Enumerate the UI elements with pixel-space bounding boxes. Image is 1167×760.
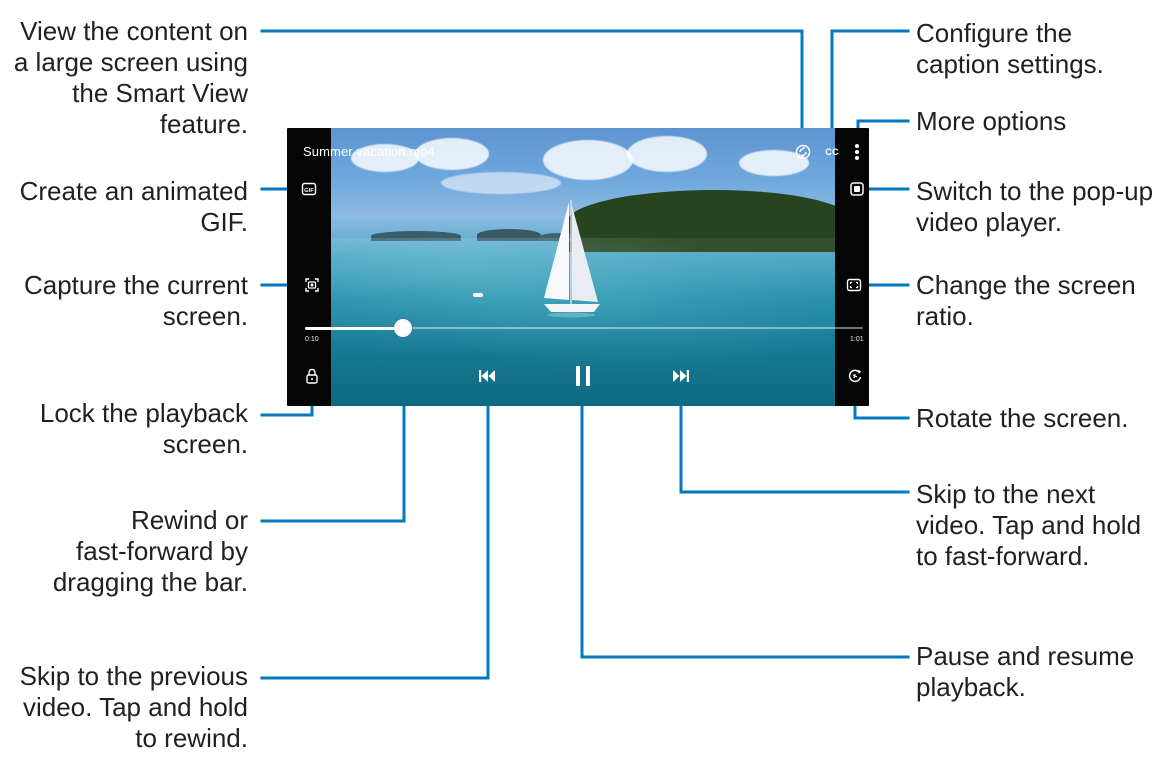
callout-caption-settings: Configure the caption settings. (916, 18, 1104, 79)
cloud-6 (441, 172, 561, 194)
callout-more-options: More options (916, 106, 1067, 136)
capture-button[interactable] (300, 273, 324, 297)
current-time: 0:10 (305, 336, 319, 343)
callout-capture-screen: Capture the current screen. (23, 270, 248, 331)
screen-ratio-icon (846, 278, 862, 292)
total-time: 1:01 (850, 336, 864, 343)
seek-progress (305, 327, 403, 330)
skip-previous-icon (479, 370, 495, 382)
lock-button[interactable] (300, 364, 324, 388)
caption-settings-button[interactable]: CC (820, 140, 844, 164)
cloud-3 (543, 140, 633, 180)
line-skip-previous (260, 386, 490, 680)
callout-lock-screen: Lock the playback screen. (39, 398, 248, 459)
seek-bar[interactable] (305, 316, 865, 340)
video-player: Summer vacation.mp4 CC GIF (287, 128, 869, 406)
callout-smart-view: View the content on a large screen using… (13, 16, 248, 139)
skip-previous-button[interactable] (473, 362, 501, 390)
capture-icon (305, 278, 319, 292)
cc-icon: CC (825, 147, 839, 157)
transport-controls (287, 362, 869, 390)
callout-pause-resume: Pause and resume playback. (916, 641, 1135, 702)
seek-thumb[interactable] (394, 319, 412, 337)
cloud-1 (351, 144, 419, 172)
callout-create-gif: Create an animated GIF. (19, 176, 248, 237)
callout-rewind-ff: Rewind or fast-forward by dragging the b… (52, 505, 248, 597)
more-options-button[interactable] (845, 140, 869, 164)
callout-skip-next: Skip to the next video. Tap and hold to … (916, 479, 1142, 571)
create-gif-button[interactable]: GIF (297, 177, 321, 201)
lock-icon (306, 368, 318, 384)
gif-icon: GIF (301, 182, 317, 196)
callout-rotate-screen: Rotate the screen. (916, 403, 1129, 433)
popup-player-button[interactable] (845, 177, 869, 201)
island-small-1 (371, 231, 461, 241)
more-options-icon (855, 144, 859, 160)
cloud-2 (415, 138, 489, 170)
video-frame[interactable] (331, 128, 835, 406)
skip-next-button[interactable] (667, 362, 695, 390)
skip-next-icon (673, 370, 689, 382)
island-small-2 (477, 229, 541, 241)
gif-label: GIF (304, 188, 314, 194)
seek-track (305, 327, 863, 329)
smart-view-icon (795, 144, 811, 160)
callout-skip-previous: Skip to the previous video. Tap and hold… (19, 661, 248, 753)
rotate-icon (848, 369, 862, 383)
rotate-button[interactable] (843, 364, 867, 388)
screen-ratio-button[interactable] (842, 273, 866, 297)
island-large (567, 190, 835, 252)
sailboat (544, 200, 600, 318)
line-pause-resume (580, 389, 910, 659)
small-boat (473, 293, 483, 297)
popup-player-icon (850, 182, 864, 196)
smart-view-button[interactable] (791, 140, 815, 164)
video-title: Summer vacation.mp4 (303, 144, 435, 159)
pause-icon (576, 366, 590, 386)
cloud-4 (627, 136, 707, 172)
pause-button[interactable] (569, 362, 597, 390)
callout-screen-ratio: Change the screen ratio. (916, 270, 1136, 331)
callout-popup-player: Switch to the pop-up video player. (916, 176, 1154, 237)
